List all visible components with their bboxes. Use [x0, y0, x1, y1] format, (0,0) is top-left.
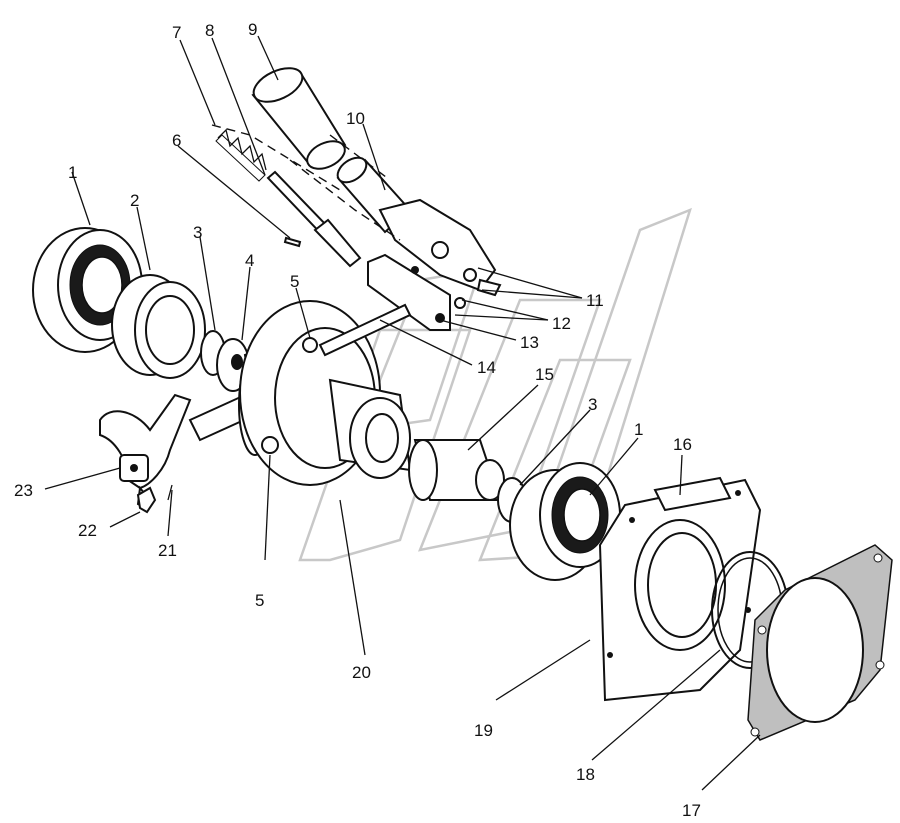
label-23: 23 — [14, 481, 33, 500]
label-5-upper: 5 — [290, 272, 299, 291]
label-18: 18 — [576, 765, 595, 784]
label-16: 16 — [673, 435, 692, 454]
small-pin — [283, 236, 302, 248]
gear-assembly — [238, 300, 412, 486]
label-6: 6 — [172, 131, 181, 150]
housing-cover — [598, 478, 762, 702]
label-1-left: 1 — [68, 163, 77, 182]
label-12: 12 — [552, 314, 571, 333]
label-17: 17 — [682, 801, 701, 820]
gasket — [747, 544, 893, 741]
label-22: 22 — [78, 521, 97, 540]
leader-lines — [44, 35, 761, 791]
sleeve-tube — [251, 67, 347, 170]
label-20: 20 — [352, 663, 371, 682]
grease-nipple — [136, 486, 157, 514]
label-1-right: 1 — [634, 420, 643, 439]
label-19: 19 — [474, 721, 493, 740]
label-10: 10 — [346, 109, 365, 128]
label-11: 11 — [586, 291, 604, 310]
output-shaft — [408, 439, 505, 501]
seal-strip — [653, 476, 732, 512]
label-21: 21 — [158, 541, 177, 560]
label-5-lower: 5 — [255, 591, 264, 610]
label-8: 8 — [205, 21, 214, 40]
label-14: 14 — [477, 358, 496, 377]
guide-line-3 — [329, 134, 391, 181]
label-9: 9 — [248, 20, 257, 39]
bearing-right — [509, 462, 621, 581]
label-3-left: 3 — [193, 223, 202, 242]
ball-upper — [302, 337, 318, 353]
guide-line-1 — [211, 124, 341, 191]
label-4: 4 — [245, 251, 254, 270]
label-2: 2 — [130, 191, 139, 210]
pin — [266, 170, 362, 268]
label-13: 13 — [520, 333, 539, 352]
label-15: 15 — [535, 365, 554, 384]
label-7: 7 — [172, 23, 181, 42]
spring — [215, 128, 267, 182]
detent-lever — [378, 198, 502, 297]
ball-lower — [261, 436, 279, 454]
guide-line-2 — [289, 159, 401, 241]
control-rod — [318, 303, 412, 357]
ring-sleeve — [111, 274, 206, 379]
label-3-right: 3 — [588, 395, 597, 414]
small-rivet — [167, 484, 173, 501]
